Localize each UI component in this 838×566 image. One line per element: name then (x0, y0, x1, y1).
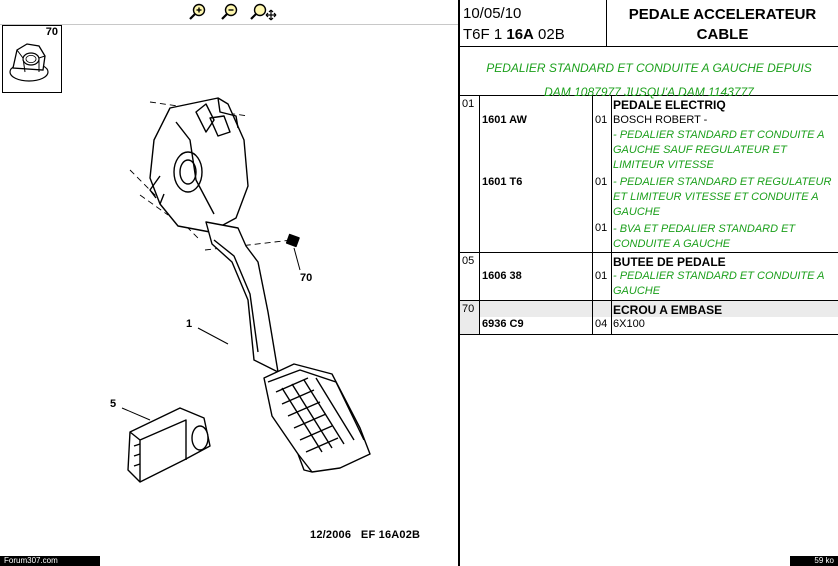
description-line: 6X100 (613, 318, 645, 330)
description-cell: ECROU A EMBASE 6X100 (612, 301, 838, 334)
quantity: 01 (595, 270, 608, 282)
nut-inset: 70 (2, 25, 62, 93)
description-line: GAUCHE (613, 285, 661, 297)
inset-callout: 70 (45, 26, 58, 38)
group-title: PEDALE ELECTRIQ (613, 98, 726, 112)
zoom-out-icon[interactable] (220, 2, 240, 22)
description-line: ET LIMITEUR VITESSE ET CONDUITE A (613, 191, 819, 203)
pedal-assembly-drawing (121, 97, 371, 483)
header-title: PEDALE ACCELERATEUR CABLE (607, 0, 838, 47)
header-date: 10/05/10 (463, 5, 522, 22)
site-watermark: Forum307.com (0, 556, 100, 566)
description-line: - BVA ET PEDALIER STANDARD ET (613, 223, 796, 235)
description-cell: PEDALE ELECTRIQ BOSCH ROBERT - - PEDALIE… (612, 96, 838, 252)
ref-cell: 05 (460, 253, 480, 300)
description-line: GAUCHE SAUF REGULATEUR ET (613, 144, 787, 156)
drawing-reference: 12/2006 EF 16A02B (310, 529, 421, 541)
part-number[interactable]: 6936 C9 (482, 318, 524, 330)
description-line: GAUCHE (613, 206, 661, 218)
applicability-line-2: DAM 1087977 JUSQU'A DAM 1143777 (544, 85, 754, 99)
qty-cell: 04 (593, 301, 612, 334)
file-size-label: 59 ko (790, 556, 838, 566)
part-number[interactable]: 1606 38 (482, 270, 522, 282)
zoom-in-icon[interactable] (188, 2, 208, 22)
part-number[interactable]: 1601 T6 (482, 176, 523, 188)
quantity: 01 (595, 176, 608, 188)
description-line: - PEDALIER STANDARD ET CONDUITE A (613, 270, 825, 282)
flange-nut-icon (9, 43, 49, 82)
description-line: - PEDALIER STANDARD ET REGULATEUR (613, 176, 832, 188)
callout-70: 70 (300, 272, 313, 284)
diagram-pane: 70 (0, 0, 458, 541)
part-number[interactable]: 1601 AW (482, 114, 527, 126)
parts-group-05[interactable]: 05 1606 38 01 BUTEE DE PEDALE - PEDALIER… (460, 253, 838, 301)
description-line: CONDUITE A GAUCHE (613, 238, 731, 250)
ref-cell: 01 (460, 96, 480, 252)
pane-divider (458, 0, 460, 566)
part-number-cell: 1606 38 (480, 253, 593, 300)
quantity: 01 (595, 222, 608, 234)
part-number-cell: 6936 C9 (480, 301, 593, 334)
description-cell: BUTEE DE PEDALE - PEDALIER STANDARD ET C… (612, 253, 838, 300)
description-line: LIMITEUR VITESSE (613, 159, 714, 171)
quantity: 01 (595, 114, 608, 126)
ref-cell: 70 (460, 301, 480, 334)
title-line-2: CABLE (696, 26, 749, 43)
quantity: 04 (595, 318, 608, 330)
qty-cell: 01 01 01 (593, 96, 612, 252)
part-number-cell: 1601 AW 1601 T6 (480, 96, 593, 252)
group-title: BUTEE DE PEDALE (613, 255, 726, 269)
parts-pane: 10/05/10 T6F 1 16A 02B PEDALE ACCELERATE… (460, 0, 838, 566)
group-title: ECROU A EMBASE (613, 303, 723, 317)
header-code: T6F 1 16A 02B (463, 26, 565, 43)
diagram-toolbar (0, 0, 458, 25)
zoom-pan-icon[interactable] (250, 2, 278, 22)
parts-group-01[interactable]: 01 1601 AW 1601 T6 01 01 01 PEDALE ELECT… (460, 96, 838, 253)
callout-1: 1 (186, 318, 193, 330)
callout-5: 5 (110, 398, 117, 410)
description-line: - PEDALIER STANDARD ET CONDUITE A (613, 129, 825, 141)
parts-group-70[interactable]: 70 6936 C9 04 ECROU A EMBASE 6X100 (460, 301, 838, 335)
applicability-line-1: PEDALIER STANDARD ET CONDUITE A GAUCHE D… (486, 61, 812, 75)
description-line: BOSCH ROBERT - (613, 114, 708, 126)
title-line-1: PEDALE ACCELERATEUR (628, 6, 817, 23)
qty-cell: 01 (593, 253, 612, 300)
header-info: 10/05/10 T6F 1 16A 02B (460, 0, 607, 47)
applicability-note: PEDALIER STANDARD ET CONDUITE A GAUCHE D… (460, 47, 838, 99)
